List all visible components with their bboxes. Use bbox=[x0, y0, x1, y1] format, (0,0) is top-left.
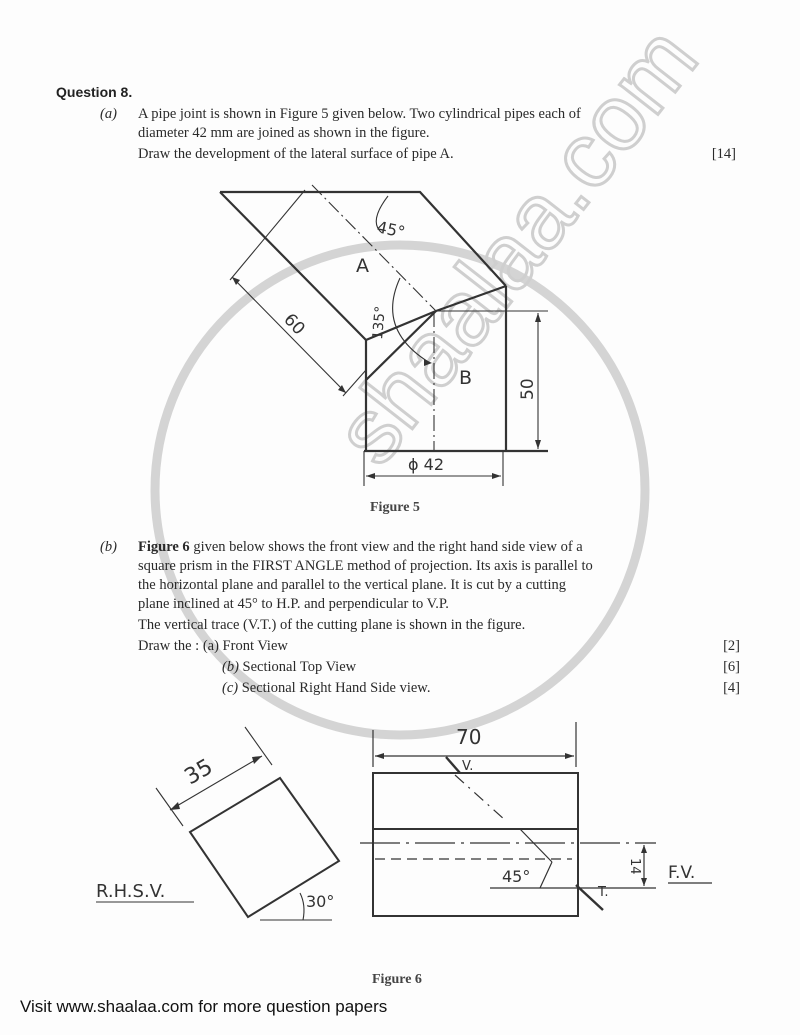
dim-50-label: 50 bbox=[518, 378, 538, 400]
trace-v-label: V. bbox=[462, 759, 473, 774]
pipe-a-label: A bbox=[356, 255, 369, 277]
angle-135-label: 135° bbox=[370, 305, 389, 340]
pipe-b-label: B bbox=[459, 367, 472, 389]
trace-t-label: T. bbox=[597, 885, 609, 900]
task-a-label: (a) bbox=[202, 638, 219, 654]
figure-6-caption: Figure 6 bbox=[372, 972, 422, 987]
task-b-text: Sectional Top View bbox=[238, 659, 357, 675]
dim-42-label: ϕ 42 bbox=[408, 455, 444, 474]
part-b-label: (b) bbox=[100, 539, 117, 555]
task-a-text: Front View bbox=[218, 638, 288, 654]
footer-text: Visit www.shaalaa.com for more question … bbox=[20, 997, 388, 1016]
task-b-label: (b) bbox=[222, 659, 239, 675]
part-a-line2: diameter 42 mm are joined as shown in th… bbox=[138, 125, 430, 141]
figure-5-caption: Figure 5 bbox=[370, 500, 420, 515]
dim-14-label: 14 bbox=[627, 858, 642, 875]
part-b-line3: the horizontal plane and parallel to the… bbox=[138, 577, 566, 593]
figure-6-ref: Figure 6 bbox=[138, 539, 190, 555]
task-a-marks: [2] bbox=[723, 638, 740, 654]
task-c-label: (c) bbox=[222, 680, 239, 696]
part-a-line1: A pipe joint is shown in Figure 5 given … bbox=[138, 106, 581, 122]
rhsv-square bbox=[188, 776, 341, 919]
dim-70-label: 70 bbox=[456, 725, 481, 749]
part-a-label: (a) bbox=[100, 106, 117, 122]
angle-45-cut-label: 45° bbox=[502, 867, 530, 886]
task-b-marks: [6] bbox=[723, 659, 740, 675]
dim-35-label: 35 bbox=[181, 755, 218, 791]
part-a-marks: [14] bbox=[711, 146, 736, 162]
question-title: Question 8. bbox=[56, 84, 133, 100]
part-b-vt-line: The vertical trace (V.T.) of the cutting… bbox=[138, 617, 526, 633]
draw-prefix: Draw the : bbox=[138, 638, 203, 654]
part-b-line2: square prism in the FIRST ANGLE method o… bbox=[138, 558, 593, 574]
part-b-line4: plane inclined at 45° to H.P. and perpen… bbox=[138, 596, 449, 612]
part-a: (a) A pipe joint is shown in Figure 5 gi… bbox=[100, 105, 736, 164]
task-c-text: Sectional Right Hand Side view. bbox=[238, 680, 431, 696]
part-b: (b) Figure 6 given below shows the front… bbox=[100, 538, 740, 698]
angle-30-label: 30° bbox=[306, 892, 334, 911]
fv-label: F.V. bbox=[668, 863, 695, 883]
rhsv-label: R.H.S.V. bbox=[96, 881, 165, 902]
task-c-marks: [4] bbox=[723, 680, 740, 696]
part-b-line1: given below shows the front view and the… bbox=[189, 539, 583, 555]
part-a-line3: Draw the development of the lateral surf… bbox=[138, 146, 454, 162]
